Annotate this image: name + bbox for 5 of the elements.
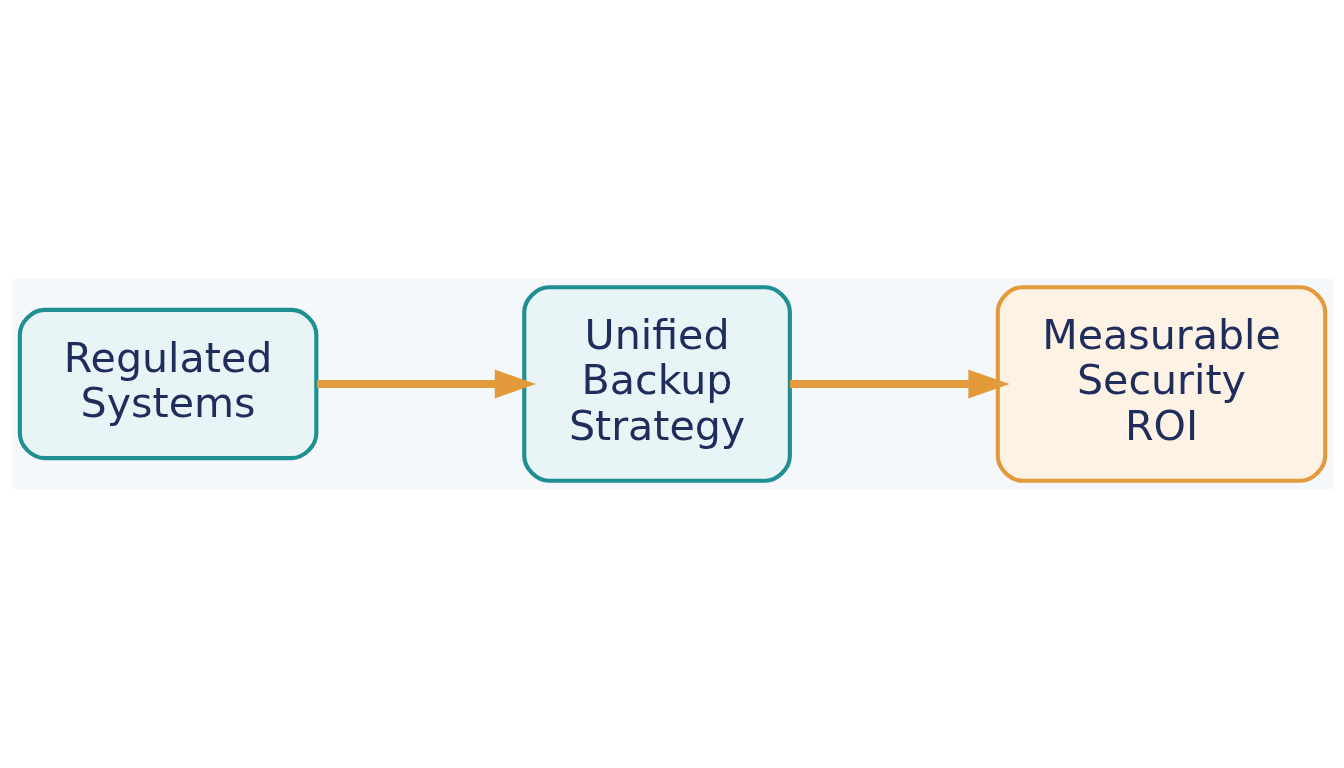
arrow xyxy=(316,369,536,399)
node-box: Unified Backup Strategy xyxy=(521,285,792,483)
node-box: Measurable Security ROI xyxy=(995,285,1327,483)
node-box: Regulated Systems xyxy=(17,307,318,461)
arrow xyxy=(789,369,1010,399)
